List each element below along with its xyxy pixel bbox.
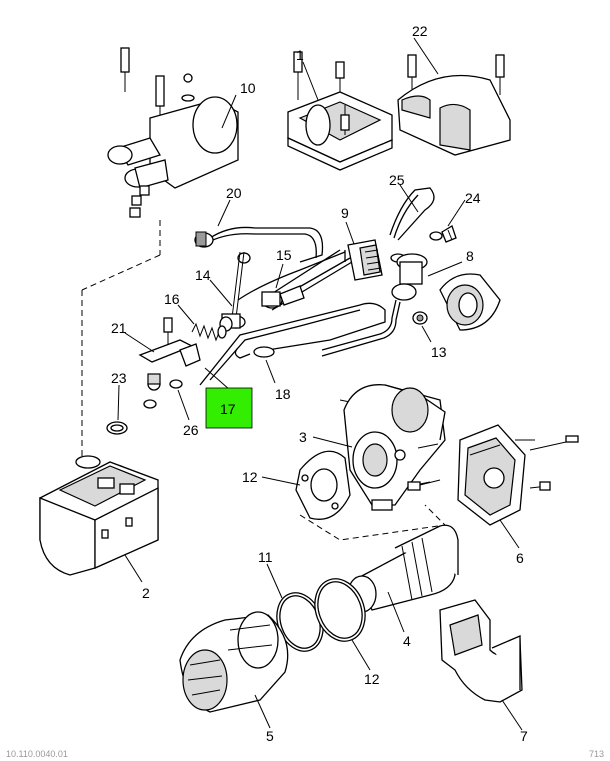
part-24-clips[interactable] xyxy=(429,225,457,243)
part-26-washer[interactable] xyxy=(143,373,183,409)
callout-6: 6 xyxy=(516,550,524,566)
callout-8: 8 xyxy=(466,248,474,264)
footer-right-code: 713 xyxy=(588,749,604,759)
part-18-clamp[interactable] xyxy=(234,346,275,359)
callout-7: 7 xyxy=(520,728,528,744)
callout-11: 11 xyxy=(258,549,273,565)
callout-12-bottom: 12 xyxy=(364,671,380,687)
part-13-nut[interactable] xyxy=(412,311,428,325)
part-1-housing-cover[interactable] xyxy=(287,51,393,171)
callout-21: 21 xyxy=(111,320,127,336)
part-2-control-unit[interactable] xyxy=(39,455,159,576)
footer-left-code: 10.110.0040.01 xyxy=(6,749,68,759)
callout-10: 10 xyxy=(240,80,256,96)
callout-23: 23 xyxy=(111,370,127,386)
part-8-glow-plug[interactable] xyxy=(321,253,501,357)
part-3-housing[interactable] xyxy=(339,384,446,511)
wiring-harness[interactable] xyxy=(194,187,435,386)
callout-9: 9 xyxy=(341,205,349,221)
callout-2: 2 xyxy=(142,585,150,601)
part-7-end-cap[interactable] xyxy=(439,599,523,703)
callout-20: 20 xyxy=(226,185,242,201)
callout-17: 17 xyxy=(220,401,236,417)
callout-24: 24 xyxy=(465,190,481,206)
part-21-bracket[interactable] xyxy=(138,317,201,367)
part-12-ring[interactable] xyxy=(307,572,374,649)
callout-12-top: 12 xyxy=(242,469,258,485)
callout-14: 14 xyxy=(195,267,211,283)
part-5-combustion-fan[interactable] xyxy=(179,611,289,713)
part-23-ring[interactable] xyxy=(106,421,128,435)
callout-22: 22 xyxy=(412,23,428,39)
callout-13: 13 xyxy=(431,344,447,360)
callout-1: 1 xyxy=(296,47,304,63)
callout-25: 25 xyxy=(389,172,405,188)
part-15-sensor[interactable] xyxy=(231,251,305,319)
callout-4: 4 xyxy=(403,633,411,649)
callout-17-highlight[interactable] xyxy=(205,387,253,429)
callout-26: 26 xyxy=(183,422,199,438)
part-12-gasket[interactable] xyxy=(295,450,351,520)
assembly-leader xyxy=(81,254,161,291)
part-6-end-cover[interactable] xyxy=(457,424,579,526)
callout-18: 18 xyxy=(275,386,291,402)
assembly-leader xyxy=(299,504,447,541)
part-9-connector[interactable] xyxy=(347,239,406,281)
callout-16: 16 xyxy=(164,291,180,307)
part-22-cover[interactable] xyxy=(397,54,511,156)
callout-3: 3 xyxy=(299,429,307,445)
callout-5: 5 xyxy=(266,728,274,744)
callout-labels: 1 22 10 20 25 24 9 8 15 14 16 21 13 23 1… xyxy=(111,23,528,744)
part-10-motor[interactable] xyxy=(107,47,239,218)
part-4-burner-tube[interactable] xyxy=(347,524,459,613)
leader-lines xyxy=(117,37,523,731)
part-screws-6 xyxy=(407,479,441,491)
part-14-sleeve[interactable] xyxy=(219,313,246,332)
callout-15: 15 xyxy=(276,247,292,263)
part-16-spring[interactable] xyxy=(191,322,227,342)
